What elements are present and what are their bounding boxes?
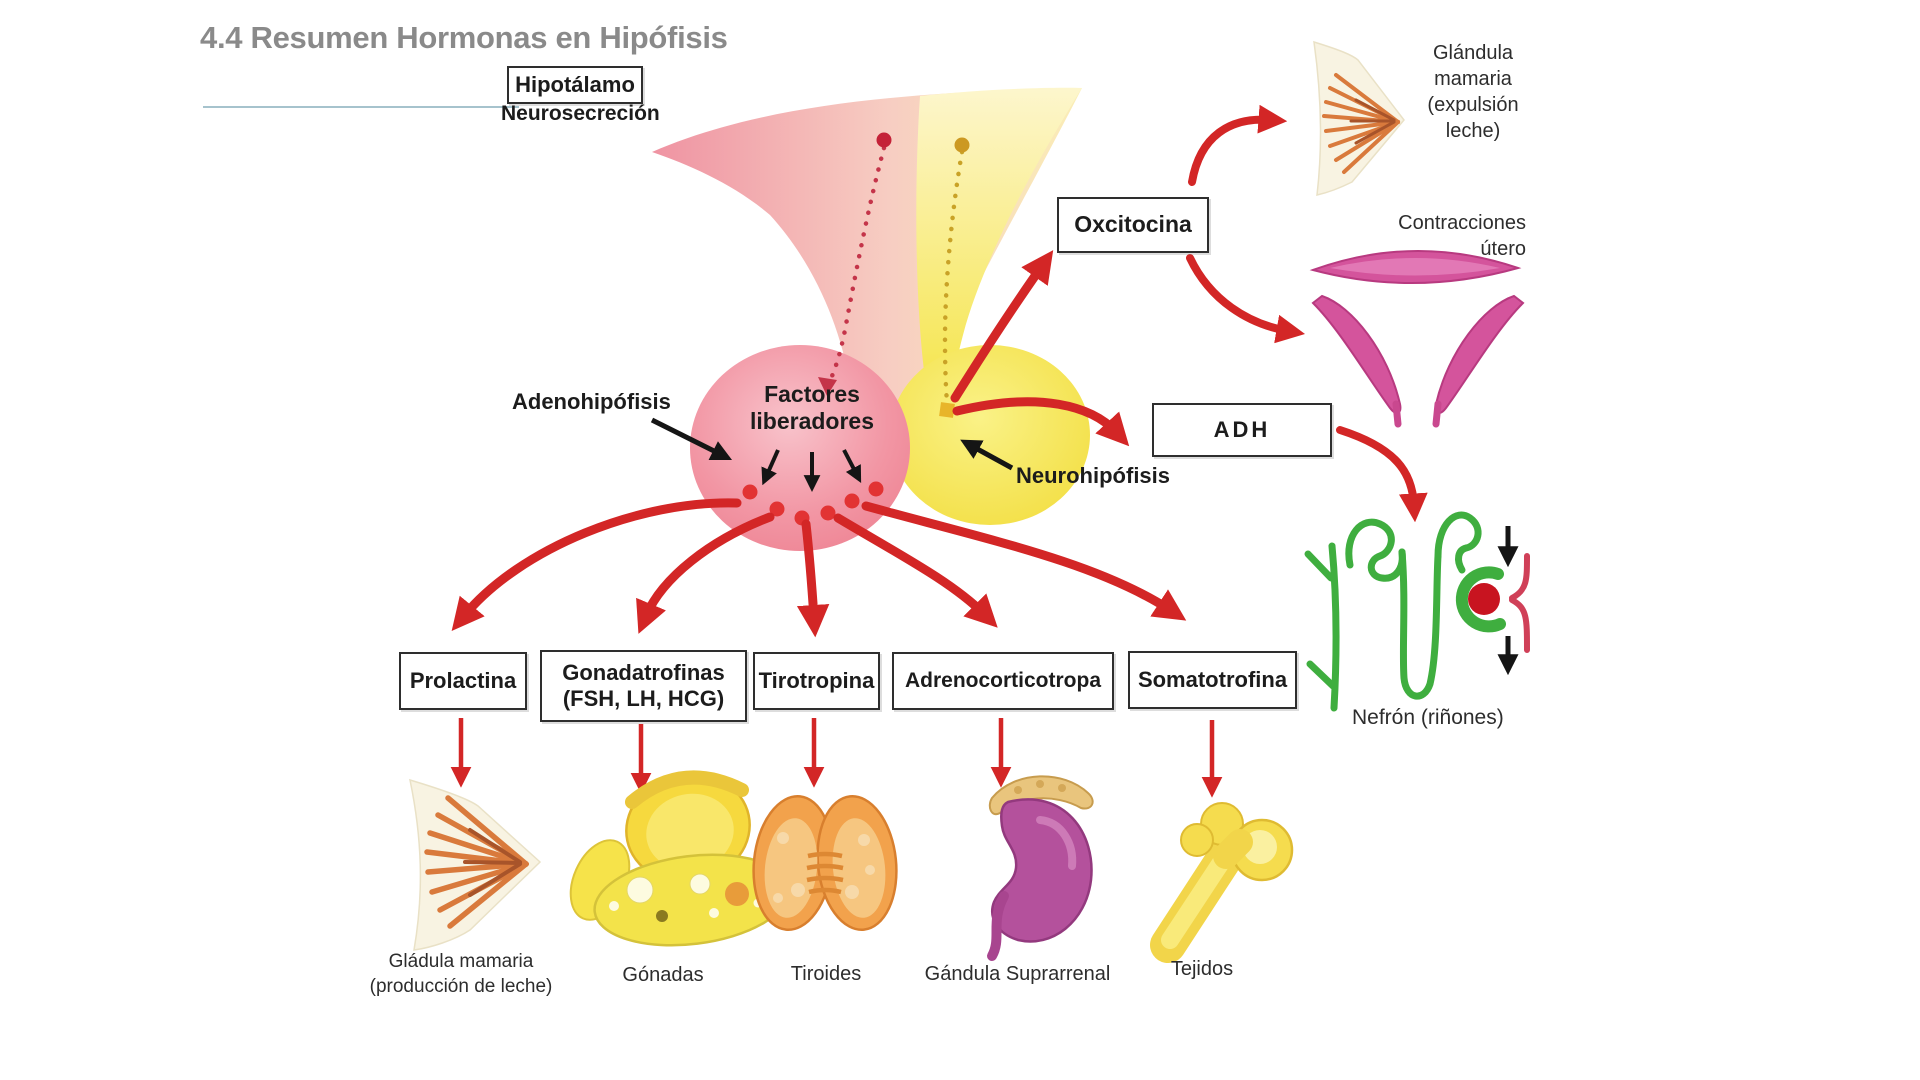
oxytocin-label-box: Oxcitocina <box>1057 197 1209 253</box>
title-underline <box>203 106 519 108</box>
hormone-box-prolactina: Prolactina <box>399 652 527 710</box>
organ-label-adrenal: Gándula Suprarrenal <box>924 963 1111 985</box>
mammary-gland-expulsion-illustration <box>1313 40 1405 196</box>
organ-label-gonads: Gónadas <box>622 964 704 986</box>
nephron-illustration <box>1304 511 1530 712</box>
releasing-factors-label: Factores liberadores <box>750 381 874 435</box>
adenohypophysis-label: Adenohipófisis <box>512 389 671 414</box>
uterus-illustration <box>1309 250 1525 428</box>
hormone-box-gonadatrofinas: Gonadatrofinas (FSH, LH, HCG) <box>540 650 747 722</box>
hormone-flow-arrows <box>451 250 1187 638</box>
thyroid-illustration <box>752 794 898 932</box>
mammary-gland-production-illustration <box>409 778 542 951</box>
hypothalamus-label-box: Hipotálamo <box>507 66 643 104</box>
posterior-target-arrows <box>1186 104 1428 523</box>
hormone-box-adrenocorticotropa: Adrenocorticotropa <box>892 652 1114 710</box>
uterus-contractions-label: Contracciones útero <box>1398 212 1526 260</box>
gonads-illustration <box>569 770 791 947</box>
organ-label-thyroid: Tiroides <box>790 963 862 985</box>
pituitary-gland-illustration <box>652 87 1090 551</box>
hormone-box-somatotrofina: Somatotrofina <box>1128 651 1297 709</box>
target-organ-arrows <box>450 718 1223 798</box>
bone-tissue-illustration <box>1150 802 1294 963</box>
neurohypophysis-label: Neurohipófisis <box>1016 463 1171 488</box>
mammary-expulsion-label: Glándula mamaria (expulsión leche) <box>1427 42 1519 142</box>
neurosecretion-label: Neurosecreción <box>501 102 660 125</box>
organ-label-mammary-production: Gládula mamaria (producción de leche) <box>369 951 553 997</box>
adenohypophysis-pointer-arrow <box>650 417 733 461</box>
neurohypophysis-pointer-arrow <box>960 439 1014 471</box>
hormone-box-tirotropina: Tirotropina <box>753 652 880 710</box>
page-title: 4.4 Resumen Hormonas en Hipófisis <box>200 20 728 55</box>
adh-label-box: ADH <box>1152 403 1332 457</box>
organ-label-tissues: Tejidos <box>1170 958 1234 980</box>
adrenal-kidney-illustration <box>987 775 1094 961</box>
nephron-label: Nefrón (riñones) <box>1352 706 1504 729</box>
